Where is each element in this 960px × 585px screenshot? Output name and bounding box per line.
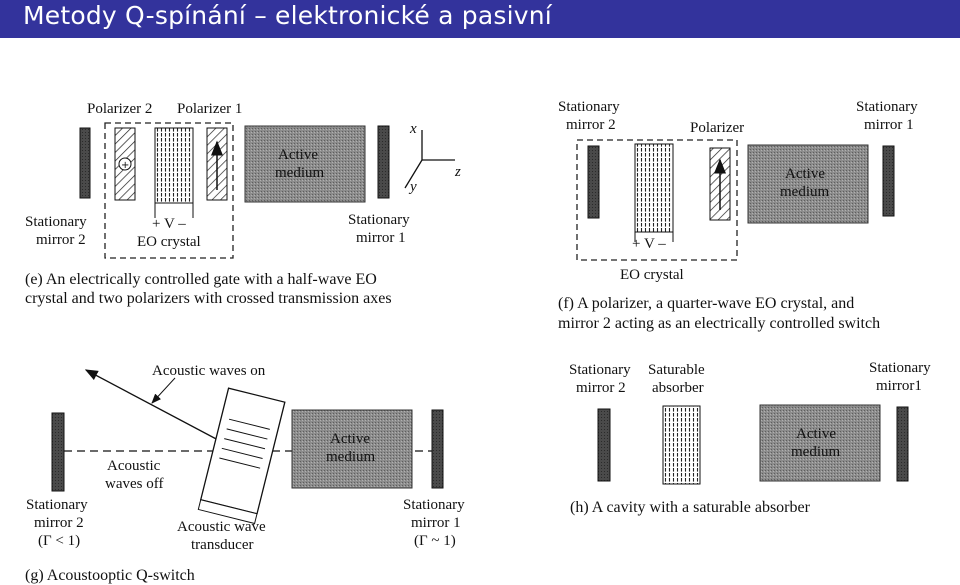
mirror1-f — [882, 145, 895, 217]
caption-e-line1: (e) An electrically controlled gate with… — [25, 271, 377, 288]
voltage-label-f: + V – — [632, 236, 666, 252]
qswitch-figure: Polarizer 2 Polarizer 1 + Active medium … — [25, 99, 931, 584]
mirror2-label-e2: mirror 2 — [36, 232, 86, 248]
slide-title: Metody Q-spínání – elektronické a pasivn… — [23, 0, 552, 30]
mirror2-g — [51, 412, 65, 492]
mirror2-f — [587, 145, 600, 219]
absorber-label1: Saturable — [648, 362, 705, 378]
eo-crystal-label-e: EO crystal — [137, 234, 201, 250]
caption-f-line1: (f) A polarizer, a quarter-wave EO cryst… — [558, 295, 854, 312]
polarizer1-label: Polarizer 1 — [177, 101, 242, 117]
panel-g: Acoustic waves on Active medium Acoustic… — [25, 363, 465, 584]
mirror2-label-g2: mirror 2 — [34, 515, 84, 531]
mirror2-label-h2: mirror 2 — [576, 380, 626, 396]
active-label-e1: Active — [278, 147, 318, 163]
caption-f-line2: mirror 2 acting as an electrically contr… — [558, 315, 880, 332]
mirror1-label-g2: mirror 1 — [411, 515, 461, 531]
active-label-g1: Active — [330, 431, 370, 447]
mirror2-label-f2: mirror 2 — [566, 117, 616, 133]
active-medium-h — [759, 404, 881, 482]
mirror1-g — [431, 409, 444, 489]
absorber-label2: absorber — [652, 380, 704, 396]
mirror2-label-h1: Stationary — [569, 362, 631, 378]
active-medium-f — [747, 144, 869, 224]
mirror1-label-g3: (Γ ~ 1) — [414, 533, 456, 549]
mirror2-label-e1: Stationary — [25, 214, 87, 230]
active-label-h1: Active — [796, 426, 836, 442]
mirror1-e — [377, 125, 390, 199]
active-label-e2: medium — [275, 165, 324, 181]
panel-h: Stationary mirror 2 Saturable absorber S… — [569, 360, 931, 516]
caption-h: (h) A cavity with a saturable absorber — [570, 499, 811, 516]
polarizer-label-f: Polarizer — [690, 120, 744, 136]
voltage-label-e: + V – — [152, 216, 186, 232]
mirror1-label-f2: mirror 1 — [864, 117, 914, 133]
transducer-label1: Acoustic wave — [177, 519, 266, 535]
active-medium-g — [291, 409, 413, 489]
mirror2-label-f1: Stationary — [558, 99, 620, 115]
panel-f: Stationary mirror 2 Polarizer Stationary… — [558, 99, 918, 332]
acoustic-off-label2: waves off — [105, 476, 163, 492]
eo-crystal-label-f: EO crystal — [620, 267, 684, 283]
diffracted-beam-arrow — [84, 369, 238, 451]
axis-y-line — [404, 159, 423, 189]
active-label-h2: medium — [791, 444, 840, 460]
mirror1-label-g1: Stationary — [403, 497, 465, 513]
panel-e: Polarizer 2 Polarizer 1 + Active medium … — [25, 101, 461, 307]
mirror1-label-e1: Stationary — [348, 212, 410, 228]
caption-e-line2: crystal and two polarizers with crossed … — [25, 290, 392, 307]
axis-y-label: y — [408, 179, 417, 195]
acoustic-off-label1: Acoustic — [107, 458, 161, 474]
saturable-absorber — [662, 405, 701, 485]
slide-title-bar: Metody Q-spínání – elektronické a pasivn… — [0, 0, 960, 38]
acoustic-on-pointer — [151, 377, 176, 404]
svg-text:+: + — [121, 160, 129, 171]
active-label-f2: medium — [780, 184, 829, 200]
axis-x-label: x — [409, 121, 417, 137]
mirror1-label-f1: Stationary — [856, 99, 918, 115]
acoustic-on-label: Acoustic waves on — [152, 363, 266, 379]
caption-g: (g) Acoustooptic Q-switch — [25, 567, 195, 584]
polarization-dot-icon — [118, 157, 132, 171]
axis-z-label: z — [454, 164, 461, 180]
ao-cell — [197, 387, 286, 525]
mirror2-h — [597, 408, 611, 482]
polarizer2-label: Polarizer 2 — [87, 101, 152, 117]
mirror2-e — [79, 127, 91, 199]
mirror2-label-g3: (Γ < 1) — [38, 533, 80, 549]
mirror2-label-g1: Stationary — [26, 497, 88, 513]
mirror1-label-h1: Stationary — [869, 360, 931, 376]
eo-crystal-f — [634, 143, 674, 233]
transducer-label2: transducer — [191, 537, 253, 553]
active-label-g2: medium — [326, 449, 375, 465]
mirror1-h — [896, 406, 909, 482]
transducer-block — [197, 499, 258, 525]
active-label-f1: Active — [785, 166, 825, 182]
mirror1-label-h2: mirror1 — [876, 378, 922, 394]
active-medium-e — [244, 125, 366, 203]
mirror1-label-e2: mirror 1 — [356, 230, 406, 246]
eo-crystal-e — [154, 127, 194, 204]
gate-dashed-box — [104, 122, 234, 259]
switch-dashed-box — [576, 139, 738, 261]
